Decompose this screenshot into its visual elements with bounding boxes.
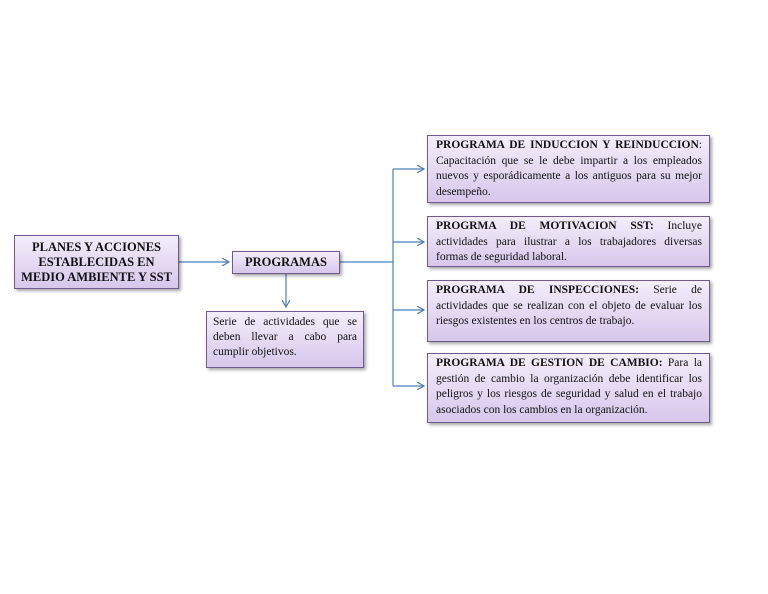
program-node-motivacion: PROGRMA DE MOTIVACION SST: Incluye activ… (427, 216, 710, 267)
program-node-induccion: PROGRAMA DE INDUCCION Y REINDUCCION: Cap… (427, 135, 710, 203)
program-title: PROGRMA DE MOTIVACION SST: (436, 220, 654, 232)
programas-description: Serie de actividades que se deben llevar… (213, 316, 357, 358)
programas-label: PROGRAMAS (245, 255, 327, 269)
programas-description-node: Serie de actividades que se deben llevar… (206, 311, 364, 368)
program-title: PROGRAMA DE INDUCCION Y REINDUCCION (436, 139, 699, 151)
program-node-inspecciones: PROGRAMA DE INSPECCIONES: Serie de activ… (427, 280, 710, 342)
program-title: PROGRAMA DE GESTION DE CAMBIO: (436, 357, 663, 369)
program-text: Capacitación que se le debe impartir a l… (436, 154, 702, 198)
program-text: Para la gestión de cambio la organizació… (436, 357, 702, 416)
programas-node: PROGRAMAS (232, 251, 340, 274)
program-text: Incluye actividades para ilustrar a los … (436, 220, 702, 263)
program-node-gestion-cambio: PROGRAMA DE GESTION DE CAMBIO: Para la g… (427, 353, 710, 423)
program-title: PROGRAMA DE INSPECCIONES: (436, 284, 639, 296)
root-label: PLANES Y ACCIONES ESTABLECIDAS EN MEDIO … (21, 239, 172, 284)
program-text: Serie de actividades que se realizan con… (436, 284, 703, 327)
program-title-separator: : (698, 139, 702, 151)
root-node: PLANES Y ACCIONES ESTABLECIDAS EN MEDIO … (14, 235, 179, 289)
